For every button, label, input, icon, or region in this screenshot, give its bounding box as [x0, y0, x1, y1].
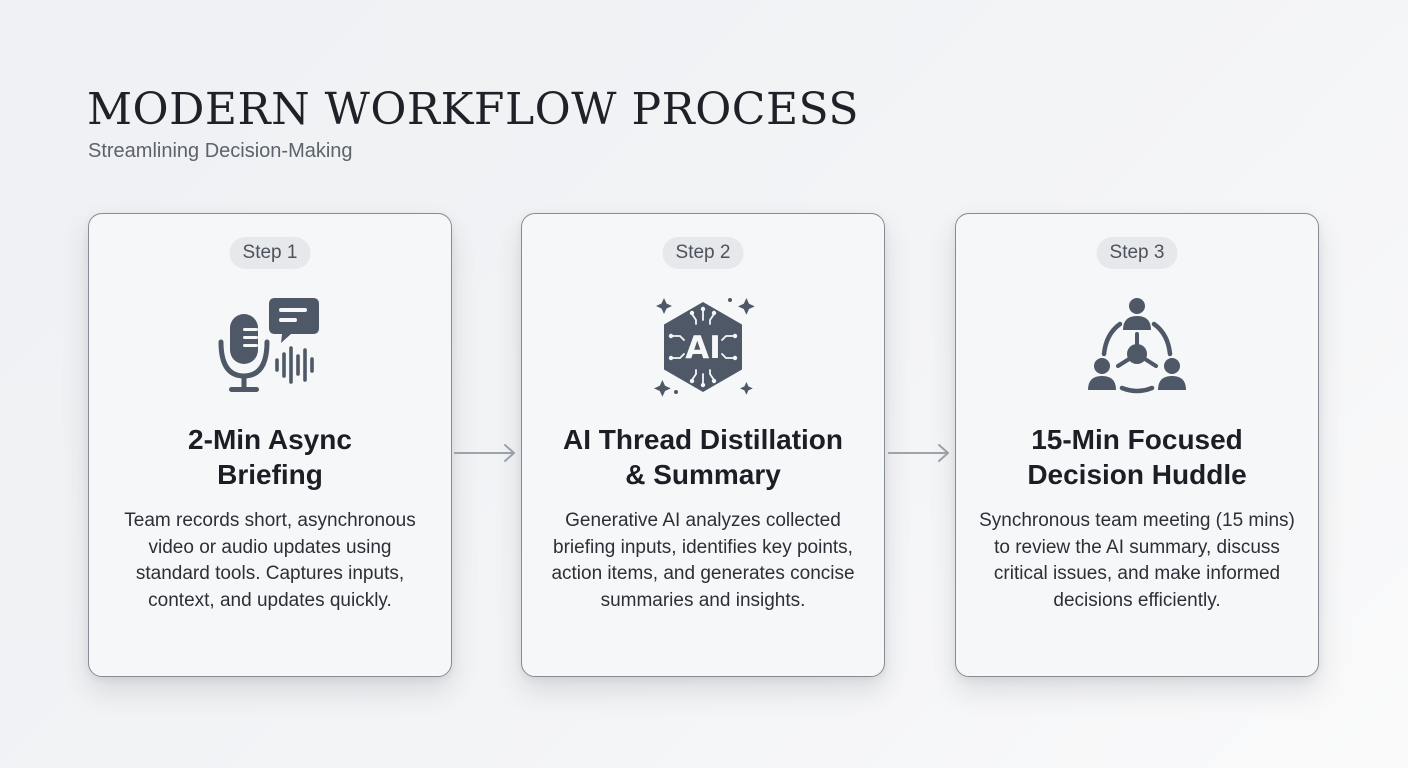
step-title-line-1: 15-Min Focused: [1031, 424, 1243, 455]
microphone-chat-icon: [215, 292, 325, 402]
step-badge: Step 1: [229, 237, 311, 269]
ai-chip-label: AI: [685, 330, 721, 366]
step-card-3: Step 3: [955, 213, 1319, 677]
page-subtitle: Streamlining Decision-Making: [88, 140, 353, 162]
step-card-2: Step 2: [521, 213, 885, 677]
step-title-line-1: 2-Min Async: [188, 424, 352, 455]
step-title-line-2: Decision Huddle: [1027, 459, 1247, 490]
step-title-line-2: & Summary: [625, 459, 781, 490]
step-title: AI Thread Distillation & Summary: [538, 422, 868, 492]
step-title-line-1: AI Thread Distillation: [562, 424, 844, 455]
arrow-right-icon: [886, 440, 952, 466]
step-title: 15-Min Focused Decision Huddle: [972, 422, 1302, 492]
step-badge: Step 2: [662, 237, 744, 269]
step-title: 2-Min Async Briefing: [105, 422, 435, 492]
page-title: MODERN WORKFLOW PROCESS: [87, 84, 860, 135]
step-description: Team records short, asynchronous video o…: [124, 510, 416, 611]
ai-chip-icon: AI: [648, 292, 758, 402]
arrow-right-icon: [452, 440, 518, 466]
step-badge: Step 3: [1096, 237, 1178, 269]
step-card-1: Step 1 2-Mi: [88, 213, 452, 677]
step-description: Synchronous team meeting (15 mins) to re…: [979, 510, 1295, 611]
step-title-line-2: Briefing: [217, 459, 323, 490]
team-network-icon: [1082, 292, 1192, 402]
step-description: Generative AI analyzes collected briefin…: [551, 510, 855, 611]
